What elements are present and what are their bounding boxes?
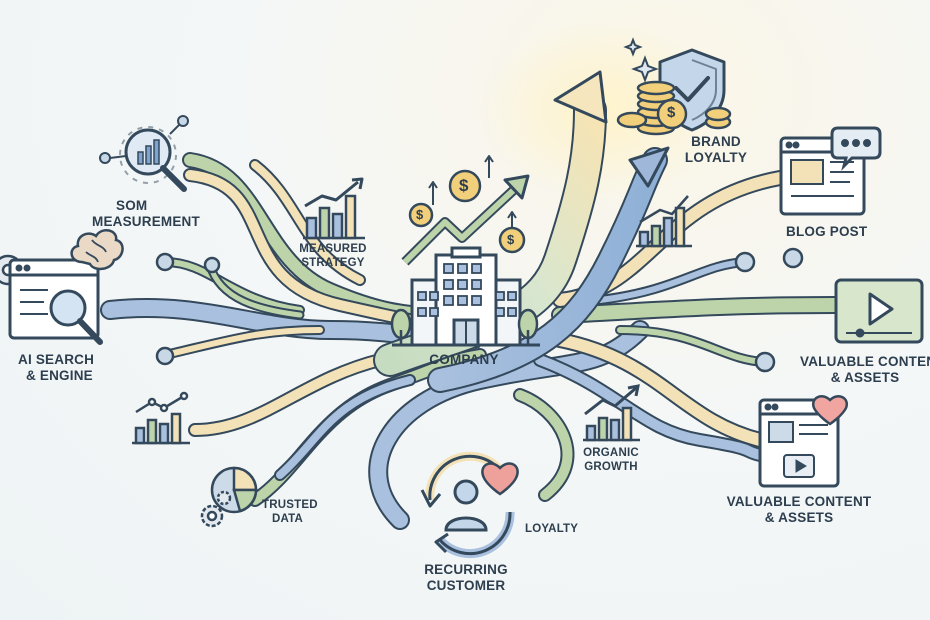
label-blog-post: BLOG POST xyxy=(786,224,868,239)
heart-icon xyxy=(481,462,519,496)
coin-symbol-3: $ xyxy=(507,232,515,247)
label-recurring-line2: CUSTOMER xyxy=(426,578,506,593)
chat-bubble-icon xyxy=(830,126,882,171)
label-measured-line1: MEASURED xyxy=(299,243,367,255)
dollar-coin-icons xyxy=(408,169,526,254)
label-brand-line1: BRAND xyxy=(691,134,741,149)
bar-chart-icon-right xyxy=(636,195,692,248)
rise-arrowhead-blue xyxy=(628,146,670,188)
person-icon xyxy=(444,479,488,532)
label-trusted-line1: TRUSTED xyxy=(262,499,318,511)
magnifier-chart-icon xyxy=(99,115,189,192)
label-valuable-top-line1: VALUABLE CONTENT xyxy=(800,354,930,369)
label-valuable-bottom-line2: & ASSETS xyxy=(764,510,834,525)
label-trusted-line2: DATA xyxy=(272,513,304,525)
label-valuable-bottom-line1: VALUABLE CONTENT xyxy=(726,494,872,509)
label-measured-line2: STRATEGY xyxy=(301,257,365,269)
stream-valuable xyxy=(533,332,768,462)
pie-chart-icon xyxy=(210,466,258,514)
cycle-arrows-icon xyxy=(420,451,515,559)
coin-stack-icon xyxy=(616,80,732,136)
stream-node-left xyxy=(160,257,325,360)
label-som-line1: SoM xyxy=(116,198,148,213)
coin-symbol-1: $ xyxy=(416,207,424,222)
label-som-measurement: SoM MEASUREMENT xyxy=(92,198,200,230)
label-recurring-line1: RECURRING xyxy=(424,562,508,577)
label-ai-line2: & ENGINE xyxy=(26,368,93,383)
tree-icon xyxy=(390,308,539,345)
label-organic-line2: GROWTH xyxy=(584,461,638,473)
label-organic-growth: ORGANIC GROWTH xyxy=(578,446,644,474)
label-organic-line1: ORGANIC xyxy=(583,447,639,459)
label-measured-strategy: MEASURED STRATEGY xyxy=(296,242,370,270)
label-som-line2: MEASUREMENT xyxy=(92,214,200,229)
gear-icon-trusted xyxy=(200,490,232,528)
label-brand-loyalty: BRAND LOYALTY xyxy=(676,134,756,166)
video-play-icon xyxy=(834,278,924,344)
label-brand-line2: LOYALTY xyxy=(684,150,748,165)
coin-symbol-2: $ xyxy=(459,176,469,195)
label-valuable-content-top: VALUABLE CONTENT & ASSETS xyxy=(800,354,930,386)
label-trusted-data: TRUSTED DATA xyxy=(262,498,318,526)
label-recurring-customer: RECURRING CUSTOMER xyxy=(406,562,526,594)
heart-window-icon xyxy=(758,395,849,488)
label-valuable-content-bottom: VALUABLE CONTENT & ASSETS xyxy=(724,494,874,526)
bar-chart-icon-left xyxy=(132,391,190,445)
coin-symbol-brand: $ xyxy=(667,104,676,121)
browser-search-icon xyxy=(8,258,103,345)
label-loyalty: LOYALTY xyxy=(525,523,579,535)
sparkle-icon xyxy=(623,37,659,83)
label-company: COMPANY xyxy=(429,352,499,367)
brain-icon xyxy=(70,228,124,271)
label-valuable-top-line2: & ASSETS xyxy=(830,370,900,385)
rise-arrowhead-cream xyxy=(553,70,608,124)
bar-chart-icon-measured xyxy=(303,177,365,240)
building-icon xyxy=(392,246,540,347)
stream-nodes xyxy=(155,247,804,373)
stream-video xyxy=(551,257,844,367)
growth-chart-icon-organic xyxy=(583,384,640,442)
growth-arrow-icon-company xyxy=(401,155,530,266)
stream-measured xyxy=(249,159,366,286)
label-ai-line1: AI SEARCH xyxy=(18,352,95,367)
label-ai-search: AI SEARCH & ENGINE xyxy=(18,352,94,384)
